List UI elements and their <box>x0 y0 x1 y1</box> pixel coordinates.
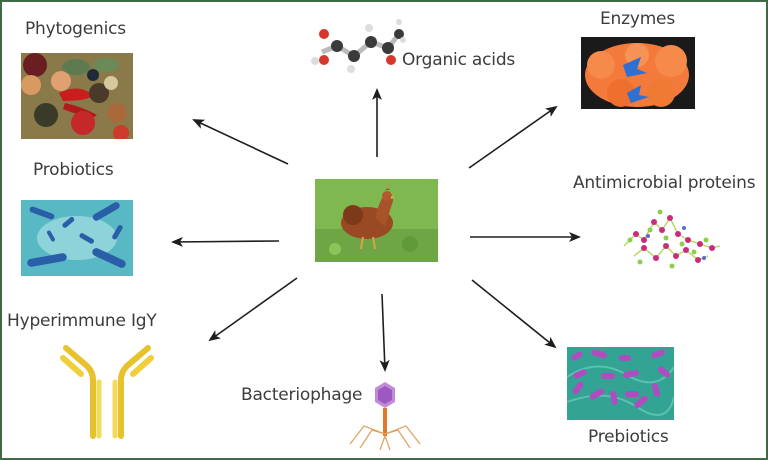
prebiotics-label: Prebiotics <box>588 427 669 447</box>
chicken-image <box>315 179 438 262</box>
probiotics-image <box>21 200 133 276</box>
arrow-to-phytogenics <box>192 119 289 165</box>
arrow-to-prebiotics <box>471 279 557 349</box>
molecule-image <box>307 14 407 74</box>
protein-image <box>614 200 726 278</box>
probiotics-label: Probiotics <box>33 160 114 180</box>
organic-acids-label: Organic acids <box>402 50 516 70</box>
arrow-to-bacteriophage <box>379 293 390 372</box>
phage-image <box>344 380 426 452</box>
spices-image <box>21 53 133 139</box>
antibody-image <box>57 342 157 442</box>
prebiotics-image <box>567 347 674 420</box>
phytogenics-label: Phytogenics <box>25 19 126 39</box>
bacteriophage-label: Bacteriophage <box>241 385 363 405</box>
arrow-to-enzymes <box>468 105 558 169</box>
arrow-to-probiotics <box>171 236 280 247</box>
enzymes-label: Enzymes <box>600 9 675 29</box>
antimicrobial-proteins-label: Antimicrobial proteins <box>573 173 756 193</box>
enzyme-image <box>581 37 695 109</box>
arrow-to-hyperimmune-igy <box>208 277 298 342</box>
hyperimmune-igy-label: Hyperimmune IgY <box>7 311 157 331</box>
